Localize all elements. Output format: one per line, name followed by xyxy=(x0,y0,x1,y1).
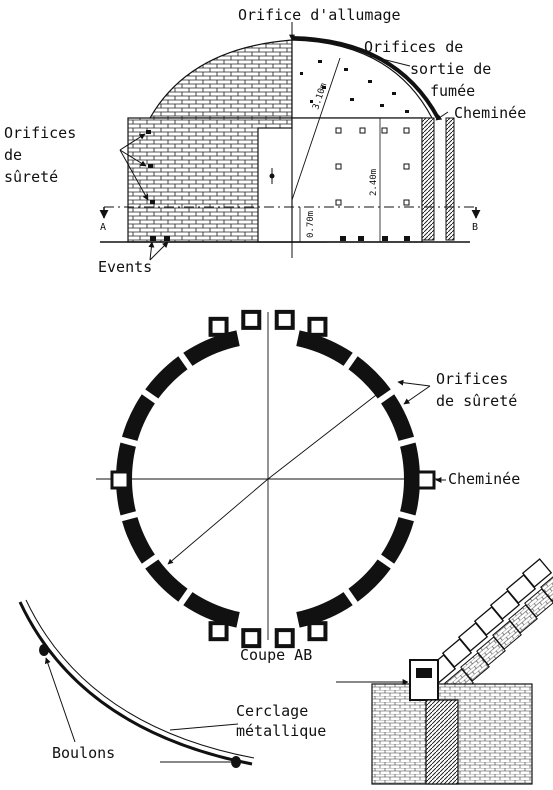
bolt-upper xyxy=(39,644,49,656)
label-cheminee-top: Cheminée xyxy=(454,104,527,122)
plan-lug xyxy=(208,621,229,642)
arch-brick xyxy=(460,652,490,682)
ring-slot xyxy=(118,510,140,522)
ring-slot xyxy=(396,510,418,522)
label-surete-right-2: de sûreté xyxy=(436,392,518,410)
section-mark-a: A xyxy=(100,222,106,233)
plan-ring-left-half xyxy=(116,330,240,628)
plan-chimney-left xyxy=(110,470,130,490)
wall-safety-holes xyxy=(335,127,410,206)
dome-smoke-holes xyxy=(300,60,409,113)
label-cerclage-2: métallique xyxy=(236,722,327,740)
dim-240-label: 2.40m xyxy=(369,169,379,196)
plan-lug xyxy=(241,628,262,649)
plan-lug xyxy=(241,309,262,330)
plan-lug xyxy=(307,621,328,642)
plan-ring-right-half xyxy=(296,330,420,628)
arch-bricks xyxy=(425,558,553,698)
label-boulons: Boulons xyxy=(52,744,116,762)
ring-slot xyxy=(342,351,359,371)
plan-chimney-right xyxy=(416,470,436,490)
arch-brick xyxy=(508,604,538,634)
chimney xyxy=(421,117,435,241)
label-surete-right-1: Orifices xyxy=(436,370,509,388)
ring-slot xyxy=(177,351,194,371)
plan-view xyxy=(96,309,446,649)
elevation-view: 3.10m 2.40m 0.70m A B xyxy=(99,22,481,261)
label-orifice-allumage: Orifice d'allumage xyxy=(238,6,401,24)
label-surete-left-3: sûreté xyxy=(4,168,59,186)
ring-slot xyxy=(118,436,140,448)
plan-lug xyxy=(274,628,295,649)
label-events: Events xyxy=(98,258,153,276)
ring-slot xyxy=(396,436,418,448)
label-cerclage-1: Cerclage xyxy=(236,702,309,720)
label-orifices-sortie-2: sortie de xyxy=(410,60,492,78)
ring-slot xyxy=(140,388,160,405)
plan-lug xyxy=(274,309,295,330)
label-surete-left-1: Orifices xyxy=(4,124,77,142)
arch-brick xyxy=(521,558,553,588)
arch-brick xyxy=(492,620,522,650)
plan-safety-lugs xyxy=(208,309,328,649)
ring-slot xyxy=(342,587,359,607)
arch-brick xyxy=(524,588,553,618)
ring-slot xyxy=(376,388,396,405)
metal-hoop xyxy=(18,601,253,766)
arch-brick xyxy=(476,636,506,666)
label-coupe-ab: Coupe AB xyxy=(240,646,313,664)
hoop-detail xyxy=(18,599,255,768)
ring-slot xyxy=(140,553,160,570)
label-surete-left-2: de xyxy=(4,146,23,164)
left-safety-holes xyxy=(146,130,155,204)
ring-slot xyxy=(177,587,194,607)
label-orifices-sortie-3: fumée xyxy=(430,82,476,100)
plan-lug xyxy=(208,316,229,337)
chimney-outer xyxy=(445,117,455,241)
wall-vents xyxy=(150,236,410,241)
wall-detail xyxy=(336,558,553,785)
plan-ring xyxy=(116,330,420,628)
dim-070-label: 0.70m xyxy=(306,211,316,238)
ring-slot xyxy=(376,553,396,570)
dome-left-half xyxy=(148,39,293,119)
label-orifices-sortie-1: Orifices de xyxy=(364,38,464,56)
section-mark-b: B xyxy=(472,222,478,233)
plan-lug xyxy=(307,316,328,337)
radius-310 xyxy=(291,57,341,201)
arch-brick xyxy=(540,572,553,602)
label-cheminee-plan: Cheminée xyxy=(448,470,521,488)
